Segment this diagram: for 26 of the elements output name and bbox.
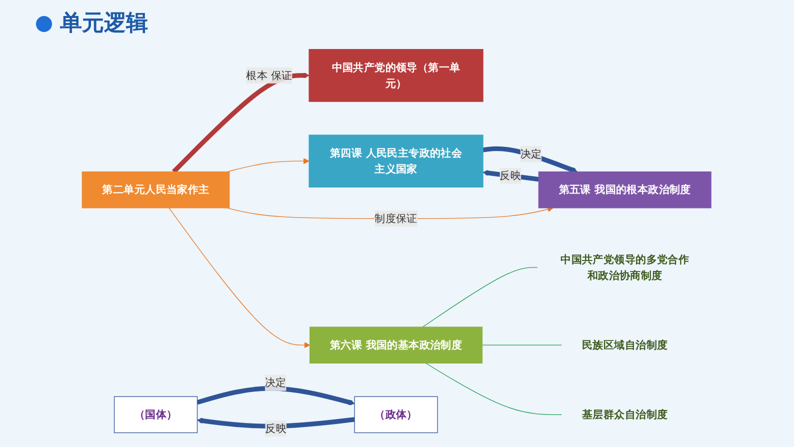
arrow bbox=[482, 146, 578, 174]
arrow bbox=[226, 158, 310, 172]
edge-label: 反映 bbox=[265, 422, 287, 435]
node-box: 第四课 人民民主专政的社会主义国家 bbox=[308, 134, 484, 188]
node-box: 第二单元人民当家作主 bbox=[82, 171, 230, 208]
node-box: （国体） bbox=[114, 396, 198, 434]
node-box: 第六课 我国的基本政治制度 bbox=[310, 326, 483, 364]
node-box: 中国共产党的领导（第一单元） bbox=[308, 49, 484, 102]
connector bbox=[482, 344, 562, 346]
edge-label: 根本 保证 bbox=[246, 68, 292, 82]
node-text: 民族区域自治制度 bbox=[582, 338, 668, 352]
node-text: 基层群众自治制度 bbox=[582, 408, 668, 421]
node-box: （政体） bbox=[354, 396, 438, 434]
title: 单元逻辑 bbox=[60, 10, 148, 38]
edge-label: 决定 bbox=[264, 376, 286, 389]
arrow bbox=[168, 208, 310, 348]
edge-label: 制度保证 bbox=[374, 212, 418, 225]
arrow bbox=[196, 386, 355, 406]
node-text: 中国共产党领导的多党合作和政治协商制度 bbox=[560, 252, 690, 282]
edge-label: 反映 bbox=[500, 169, 522, 182]
connector bbox=[422, 267, 538, 328]
arrow bbox=[172, 72, 310, 174]
arrow bbox=[196, 417, 355, 429]
node-box: 第五课 我国的根本政治制度 bbox=[538, 171, 712, 208]
edge-label: 决定 bbox=[520, 147, 542, 160]
connector bbox=[425, 362, 562, 415]
